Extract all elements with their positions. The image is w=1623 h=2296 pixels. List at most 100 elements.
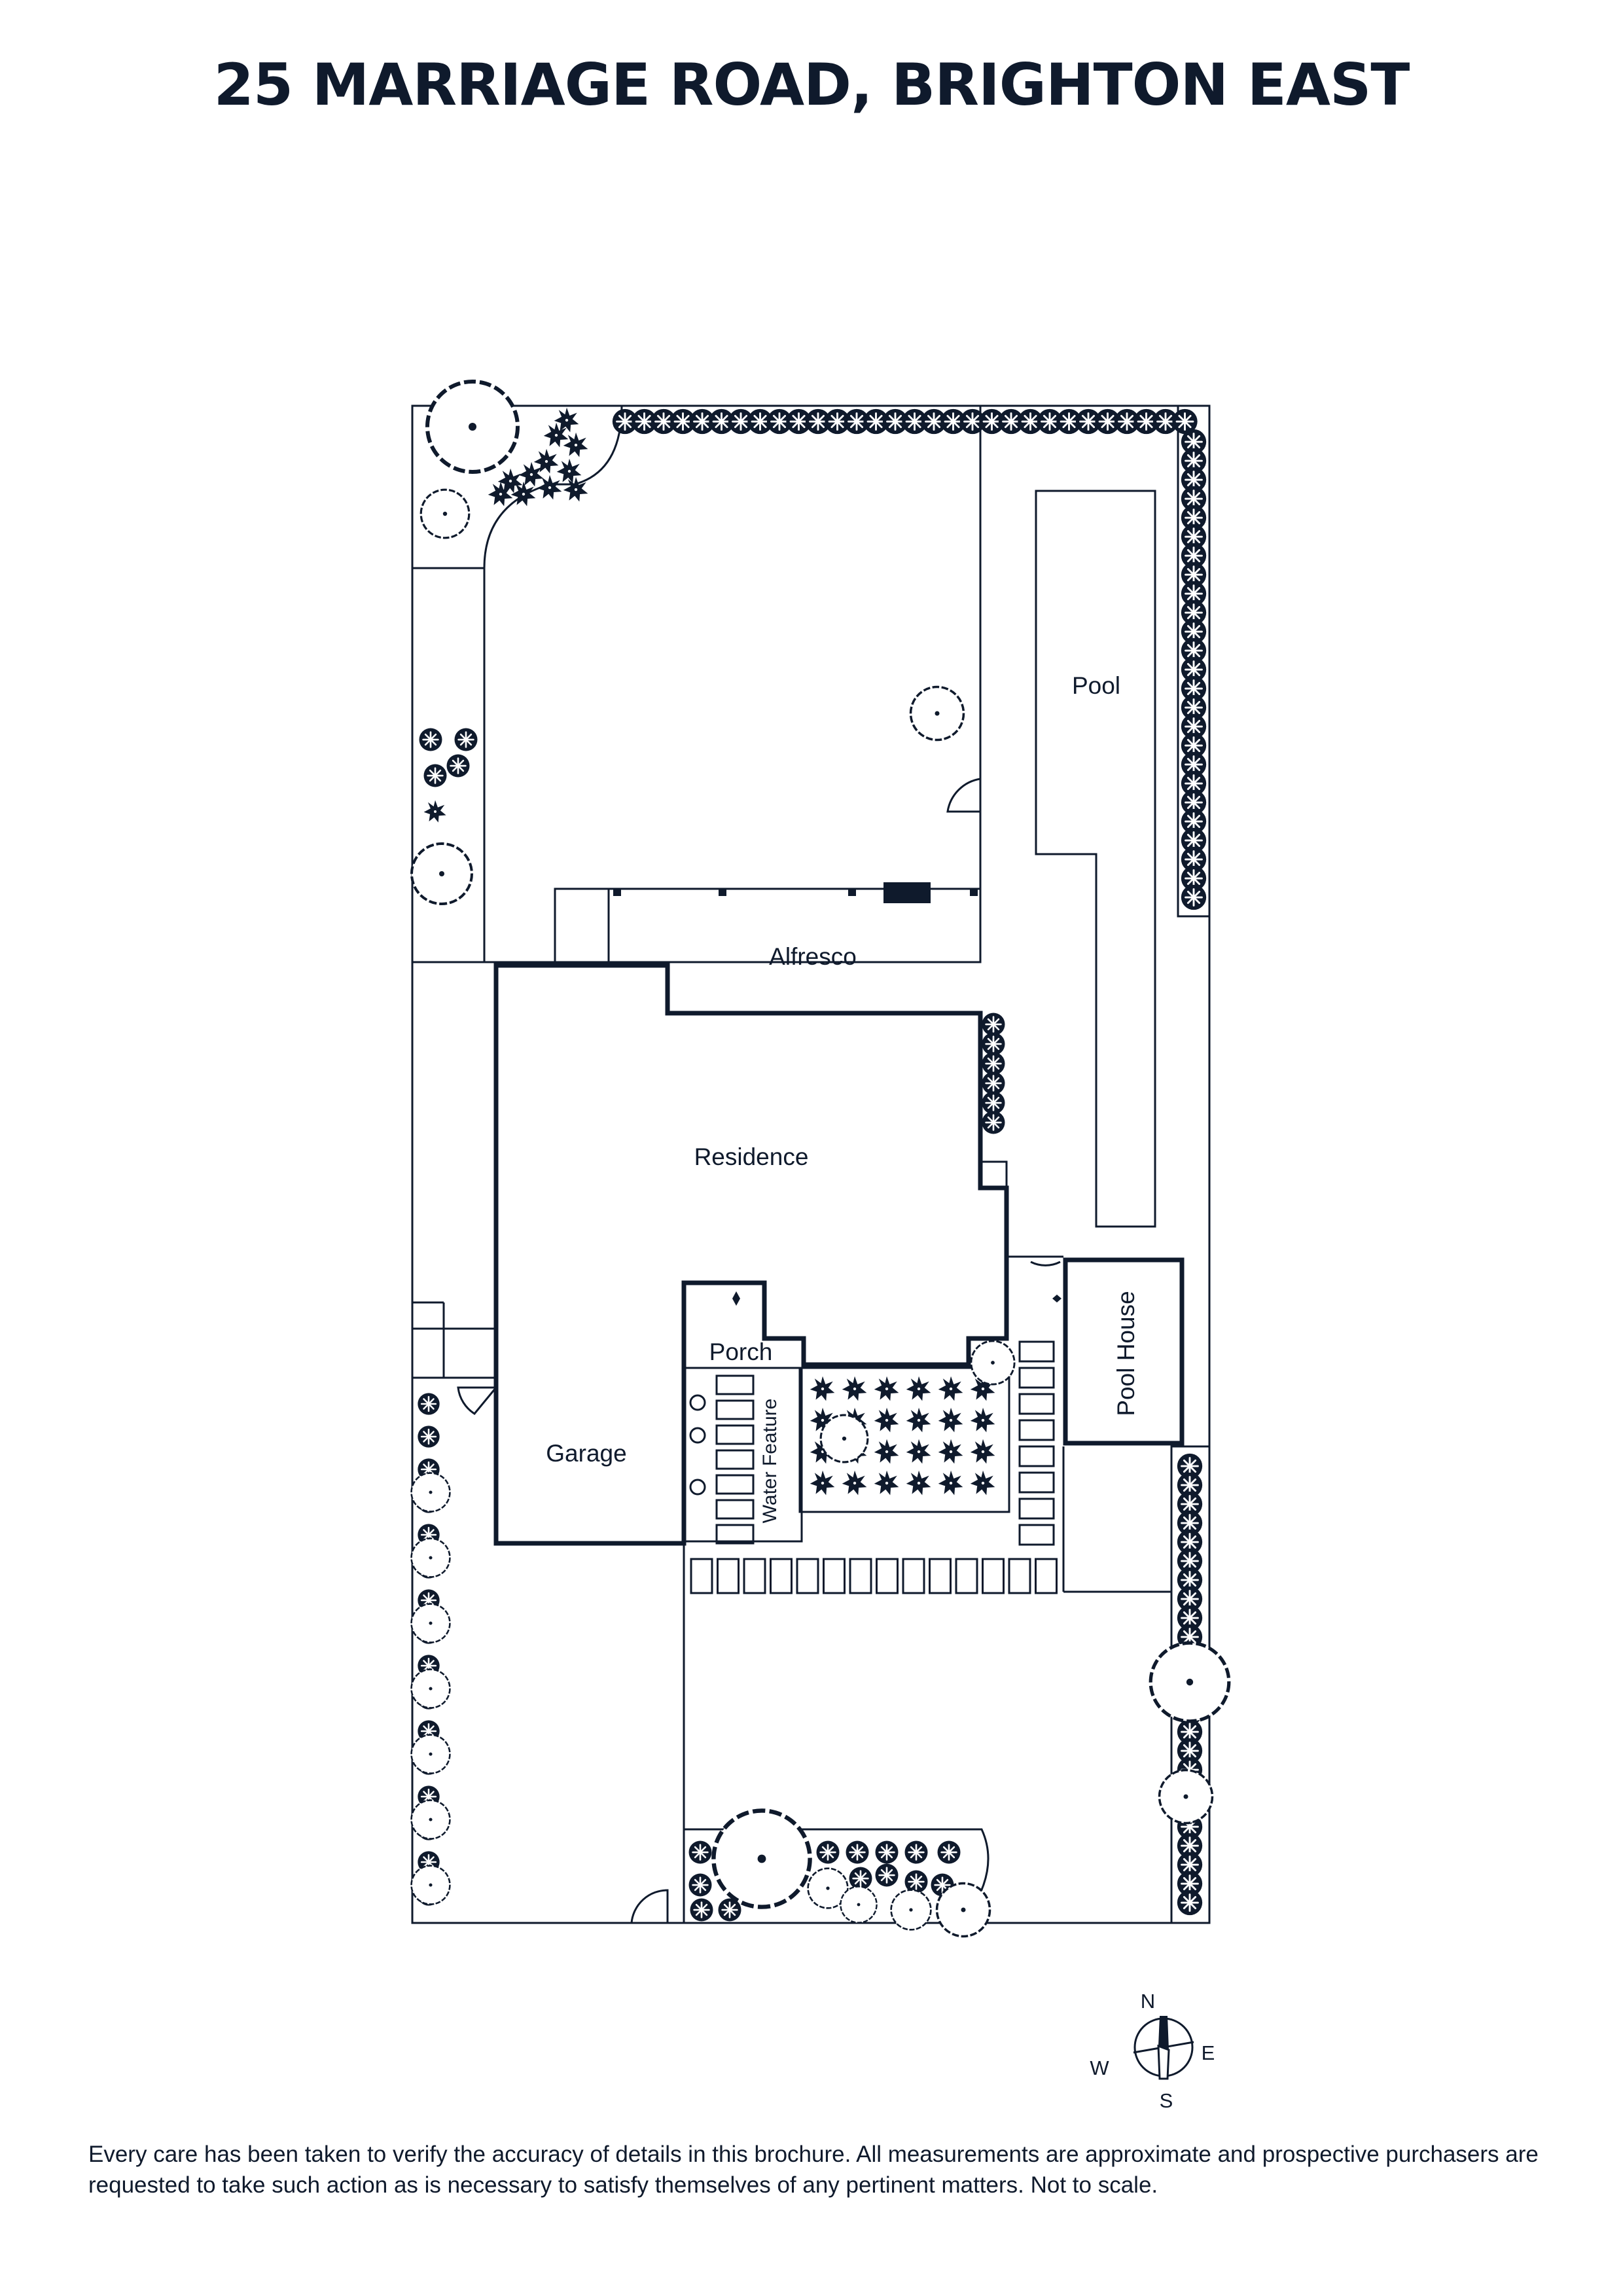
tree-icon: [410, 1799, 451, 1840]
residence-wall: [493, 963, 1009, 1546]
hedge-shrub-icon: [688, 1873, 713, 1897]
shrub-icon: [938, 1376, 963, 1401]
paver: [717, 1558, 740, 1594]
site-boundary: [411, 404, 1211, 1924]
paver: [690, 1558, 713, 1594]
disclaimer: Every care has been taken to verify the …: [88, 2142, 1539, 2198]
compass-n: N: [1141, 1990, 1155, 2013]
tree-icon: [935, 1882, 991, 1938]
shrub-icon: [906, 1407, 931, 1433]
hedge-shrub-icon: [981, 1012, 1006, 1037]
tree-icon: [410, 1537, 451, 1578]
paver: [929, 1558, 952, 1594]
hedge-shrub-icon: [874, 1863, 899, 1888]
hedge-shrub-icon: [981, 1110, 1006, 1135]
hedge-shrub-icon: [904, 1840, 929, 1865]
hedge-shrub-icon: [981, 1031, 1006, 1056]
shrub-icon: [810, 1470, 835, 1496]
tree-icon: [419, 488, 471, 539]
tree-icon: [970, 1340, 1016, 1386]
tree-icon: [1158, 1768, 1214, 1825]
hedge-shrub-icon: [1180, 884, 1207, 911]
tree-icon: [427, 382, 518, 472]
hedge-shrub-icon: [1176, 1889, 1204, 1916]
porch-label: Porch: [709, 1338, 773, 1365]
compass-s: S: [1160, 2089, 1173, 2112]
paver: [1035, 1558, 1058, 1594]
hedge-shrub-icon: [848, 1866, 873, 1891]
shrub-icon: [938, 1439, 963, 1464]
hedge-shrub-icon: [417, 1392, 440, 1416]
compass-icon: N E S W: [1090, 1990, 1215, 2112]
hedge-shrub-icon: [936, 1840, 961, 1865]
paver: [770, 1558, 793, 1594]
tree-icon: [909, 685, 965, 742]
hedge-shrub-icon: [418, 727, 443, 752]
paver: [982, 1558, 1005, 1594]
paver: [876, 1558, 899, 1594]
shrub-icon: [938, 1470, 963, 1496]
door-swing-icon: [630, 1889, 669, 1924]
paver: [849, 1558, 872, 1594]
hedge-shrub-icon: [688, 1840, 713, 1865]
shrub-icon: [970, 1407, 995, 1433]
shrub-icon: [938, 1407, 963, 1433]
tree-icon: [410, 1472, 451, 1513]
paver: [902, 1558, 925, 1594]
hedge-shrub-icon: [981, 1071, 1006, 1096]
alfresco-area: [554, 888, 982, 963]
paver: [1008, 1558, 1031, 1594]
paver: [823, 1558, 846, 1594]
shrub-icon: [518, 461, 544, 487]
hedge-shrub-icon: [417, 1425, 440, 1448]
shrub-icon: [423, 800, 446, 823]
shrub-icon: [874, 1439, 899, 1464]
shrub-icon: [556, 458, 582, 484]
hedge-shrub-icon: [815, 1840, 840, 1865]
tree-icon: [840, 1886, 878, 1924]
shrub-icon: [810, 1376, 835, 1401]
paver: [796, 1558, 819, 1594]
shrub-icon: [842, 1376, 867, 1401]
tree-icon: [410, 1668, 451, 1709]
door-swing-icon: [1030, 1261, 1061, 1266]
hedge-shrub-icon: [446, 753, 471, 778]
tree-icon: [890, 1889, 932, 1931]
compass-e: E: [1202, 2041, 1215, 2064]
pool-label: Pool: [1072, 672, 1120, 699]
hedge-shrub-icon: [845, 1840, 870, 1865]
paver: [743, 1558, 766, 1594]
shrub-icon: [874, 1470, 899, 1496]
hedge-shrub-icon: [689, 1897, 714, 1922]
residence-label: Residence: [694, 1143, 809, 1170]
shrub-icon: [563, 432, 588, 457]
shrub-icon: [906, 1376, 931, 1401]
door-swing-icon: [946, 778, 981, 813]
hedge-shrub-icon: [423, 763, 448, 788]
garage-label: Garage: [546, 1440, 626, 1467]
door-swing-icon: [457, 1386, 499, 1415]
shrub-icon: [842, 1470, 867, 1496]
tree-icon: [819, 1414, 869, 1463]
shrub-icon: [906, 1470, 931, 1496]
shrub-icon: [874, 1376, 899, 1401]
tree-icon: [713, 1810, 810, 1907]
shrub-icon: [970, 1470, 995, 1496]
page-title: 25 MARRIAGE ROAD, BRIGHTON EAST: [213, 51, 1410, 118]
paver: [955, 1558, 978, 1594]
hedge-shrub-icon: [717, 1897, 742, 1922]
planting-bed: [798, 1367, 1010, 1513]
compass-w: W: [1090, 2056, 1109, 2079]
tree-icon: [410, 1734, 451, 1774]
hedge-shrub-icon: [981, 1051, 1006, 1076]
shrub-icon: [874, 1407, 899, 1433]
pool-house-wall: [1063, 1257, 1185, 1446]
tree-icon: [410, 842, 473, 905]
pool: [1035, 490, 1156, 1228]
alfresco-label: Alfresco: [769, 943, 857, 970]
hedge-shrub-icon: [874, 1840, 899, 1865]
tree-icon: [410, 1865, 451, 1905]
hedge-shrub-icon: [454, 727, 478, 752]
water-feature-label: Water Feature: [759, 1399, 781, 1524]
